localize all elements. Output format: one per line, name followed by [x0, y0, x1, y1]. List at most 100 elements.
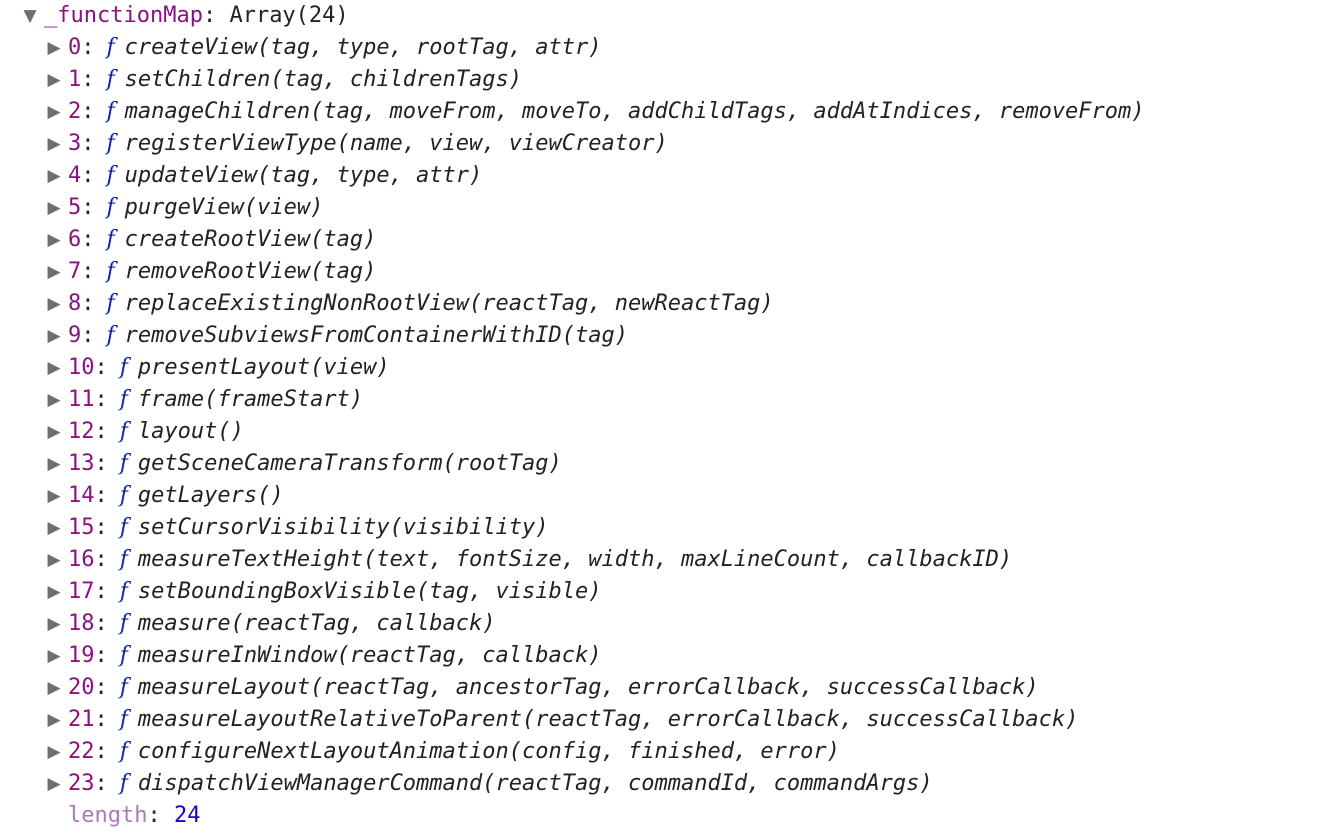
collapsed-arrow-icon[interactable]: ▶ [47, 294, 61, 314]
collapsed-arrow-icon[interactable]: ▶ [47, 198, 61, 218]
function-glyph-icon: f [119, 771, 128, 796]
collapsed-arrow-icon[interactable]: ▶ [47, 166, 61, 186]
collapsed-arrow-icon[interactable]: ▶ [47, 70, 61, 90]
entry-index: 2 [68, 99, 82, 124]
entry-index: 1 [68, 67, 82, 92]
function-signature: measureInWindow(reactTag, callback) [137, 643, 602, 668]
entry-index: 18 [68, 611, 95, 636]
collapsed-arrow-icon[interactable]: ▶ [47, 134, 61, 154]
function-glyph-icon: f [106, 163, 115, 188]
function-glyph-icon: f [106, 195, 115, 220]
entry-index: 6 [68, 227, 82, 252]
collapsed-arrow-icon[interactable]: ▶ [47, 518, 61, 538]
collapsed-arrow-icon[interactable]: ▶ [47, 230, 61, 250]
collapsed-arrow-icon[interactable]: ▶ [47, 582, 61, 602]
function-signature: configureNextLayoutAnimation(config, fin… [137, 739, 840, 764]
function-glyph-icon: f [106, 323, 115, 348]
function-map-row[interactable]: ▼ _functionMap: Array(24) [0, 0, 1332, 32]
function-signature: manageChildren(tag, moveFrom, moveTo, ad… [124, 99, 1145, 124]
collapsed-arrow-icon[interactable]: ▶ [47, 390, 61, 410]
collapsed-arrow-icon[interactable]: ▶ [47, 742, 61, 762]
collapsed-arrow-icon[interactable]: ▶ [47, 710, 61, 730]
function-signature: measureLayoutRelativeToParent(reactTag, … [137, 707, 1079, 732]
collapsed-arrow-icon[interactable]: ▶ [47, 550, 61, 570]
function-signature: replaceExistingNonRootView(reactTag, new… [124, 291, 774, 316]
expand-arrow-icon[interactable]: ▼ [23, 6, 37, 26]
entry-index: 19 [68, 643, 95, 668]
entry-index: 10 [68, 355, 95, 380]
function-glyph-icon: f [119, 675, 128, 700]
entry-index: 21 [68, 707, 95, 732]
collapsed-arrow-icon[interactable]: ▶ [47, 38, 61, 58]
collapsed-arrow-icon[interactable]: ▶ [47, 486, 61, 506]
collapsed-arrow-icon[interactable]: ▶ [47, 454, 61, 474]
function-signature: measure(reactTag, callback) [137, 611, 496, 636]
collapsed-arrow-icon[interactable]: ▶ [47, 614, 61, 634]
function-glyph-icon: f [119, 547, 128, 572]
function-signature: createView(tag, type, rootTag, attr) [124, 35, 602, 60]
collapsed-arrow-icon[interactable]: ▶ [47, 262, 61, 282]
function-glyph-icon: f [119, 483, 128, 508]
function-glyph-icon: f [119, 387, 128, 412]
function-signature: createRootView(tag) [124, 227, 377, 252]
function-signature: presentLayout(view) [137, 355, 390, 380]
function-signature: getSceneCameraTransform(rootTag) [137, 451, 562, 476]
function-glyph-icon: f [119, 707, 128, 732]
collapsed-arrow-icon[interactable]: ▶ [47, 358, 61, 378]
function-map-content: _functionMap: Array(24) [44, 3, 349, 28]
function-signature: setBoundingBoxVisible(tag, visible) [137, 579, 602, 604]
length-key: length [68, 803, 148, 828]
collapsed-arrow-icon[interactable]: ▶ [47, 678, 61, 698]
entry-index: 23 [68, 771, 95, 796]
entry-index: 4 [68, 163, 82, 188]
collapsed-arrow-icon[interactable]: ▶ [47, 326, 61, 346]
property-key: _functionMap [44, 3, 203, 28]
function-glyph-icon: f [119, 579, 128, 604]
function-signature: getLayers() [137, 483, 284, 508]
collapsed-arrow-icon[interactable]: ▶ [47, 646, 61, 666]
entry-index: 16 [68, 547, 95, 572]
function-signature: measureTextHeight(text, fontSize, width,… [137, 547, 1013, 572]
function-glyph-icon: f [119, 611, 128, 636]
collapsed-arrow-icon[interactable]: ▶ [47, 774, 61, 794]
entry-index: 12 [68, 419, 95, 444]
entry-index: 15 [68, 515, 95, 540]
length-value: 24 [173, 803, 201, 828]
collapsed-arrow-icon[interactable]: ▶ [47, 102, 61, 122]
function-glyph-icon: f [106, 131, 115, 156]
collapsed-arrow-icon[interactable]: ▶ [47, 422, 61, 442]
